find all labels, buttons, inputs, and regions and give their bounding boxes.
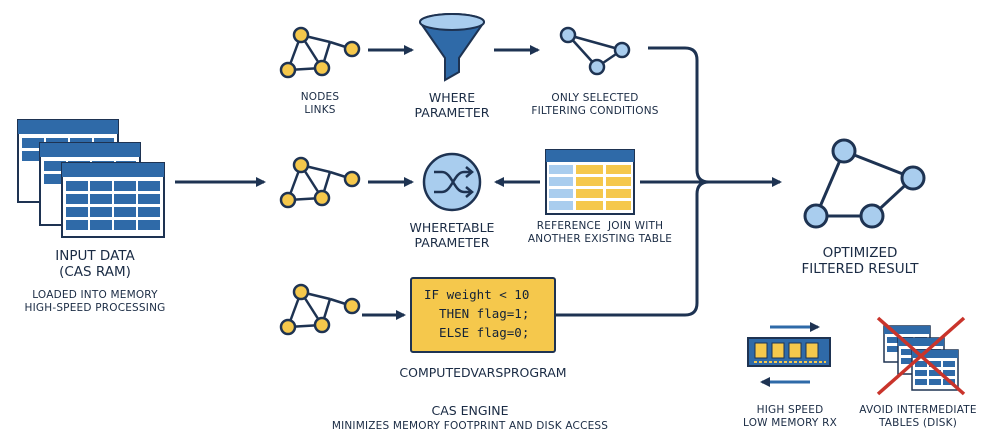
avoid-tables-label: AVOID INTERMEDIATE TABLES (DISK) [859, 404, 977, 429]
optimized-result-label: OPTIMIZED FILTERED RESULT [801, 245, 919, 278]
graph-nodes-icon-row2 [279, 156, 361, 209]
shuffle-icon [422, 152, 482, 212]
ram-module-icon [747, 322, 831, 387]
input-data-title: INPUT DATA (CAS RAM) [55, 248, 135, 281]
wheretable-parameter-label: WHERETABLE PARAMETER [409, 220, 495, 250]
memory-label: HIGH SPEED LOW MEMORY RX [743, 404, 837, 429]
nodes-links-label: NODES LINKS [300, 91, 340, 116]
graph-nodes-icon-row3 [279, 283, 361, 336]
input-data-desc: LOADED INTO MEMORY HIGH-SPEED PROCESSING [24, 289, 166, 314]
cas-engine-desc: MINIMIZES MEMORY FOOTPRINT AND DISK ACCE… [331, 420, 609, 432]
computedvarsprogram-label: COMPUTEDVARSPROGRAM [399, 365, 567, 380]
funnel-icon [419, 13, 485, 82]
where-parameter-label: WHERE PARAMETER [414, 90, 490, 120]
cas-engine-title: CAS ENGINE [431, 403, 509, 418]
graph-nodes-icon [279, 26, 361, 79]
reference-table-icon [545, 149, 635, 215]
input-tables-icon [17, 119, 165, 238]
optimized-graph-icon [803, 138, 926, 229]
avoid-tables-icon [876, 316, 966, 396]
computedvars-code-block: IF weight < 10 THEN flag=1; ELSE flag=0; [410, 277, 556, 353]
selected-graph-icon [559, 26, 631, 76]
selected-conditions-label: ONLY SELECTED FILTERING CONDITIONS [531, 92, 659, 117]
reference-join-label: REFERENCE JOIN WITH ANOTHER EXISTING TAB… [527, 220, 673, 245]
